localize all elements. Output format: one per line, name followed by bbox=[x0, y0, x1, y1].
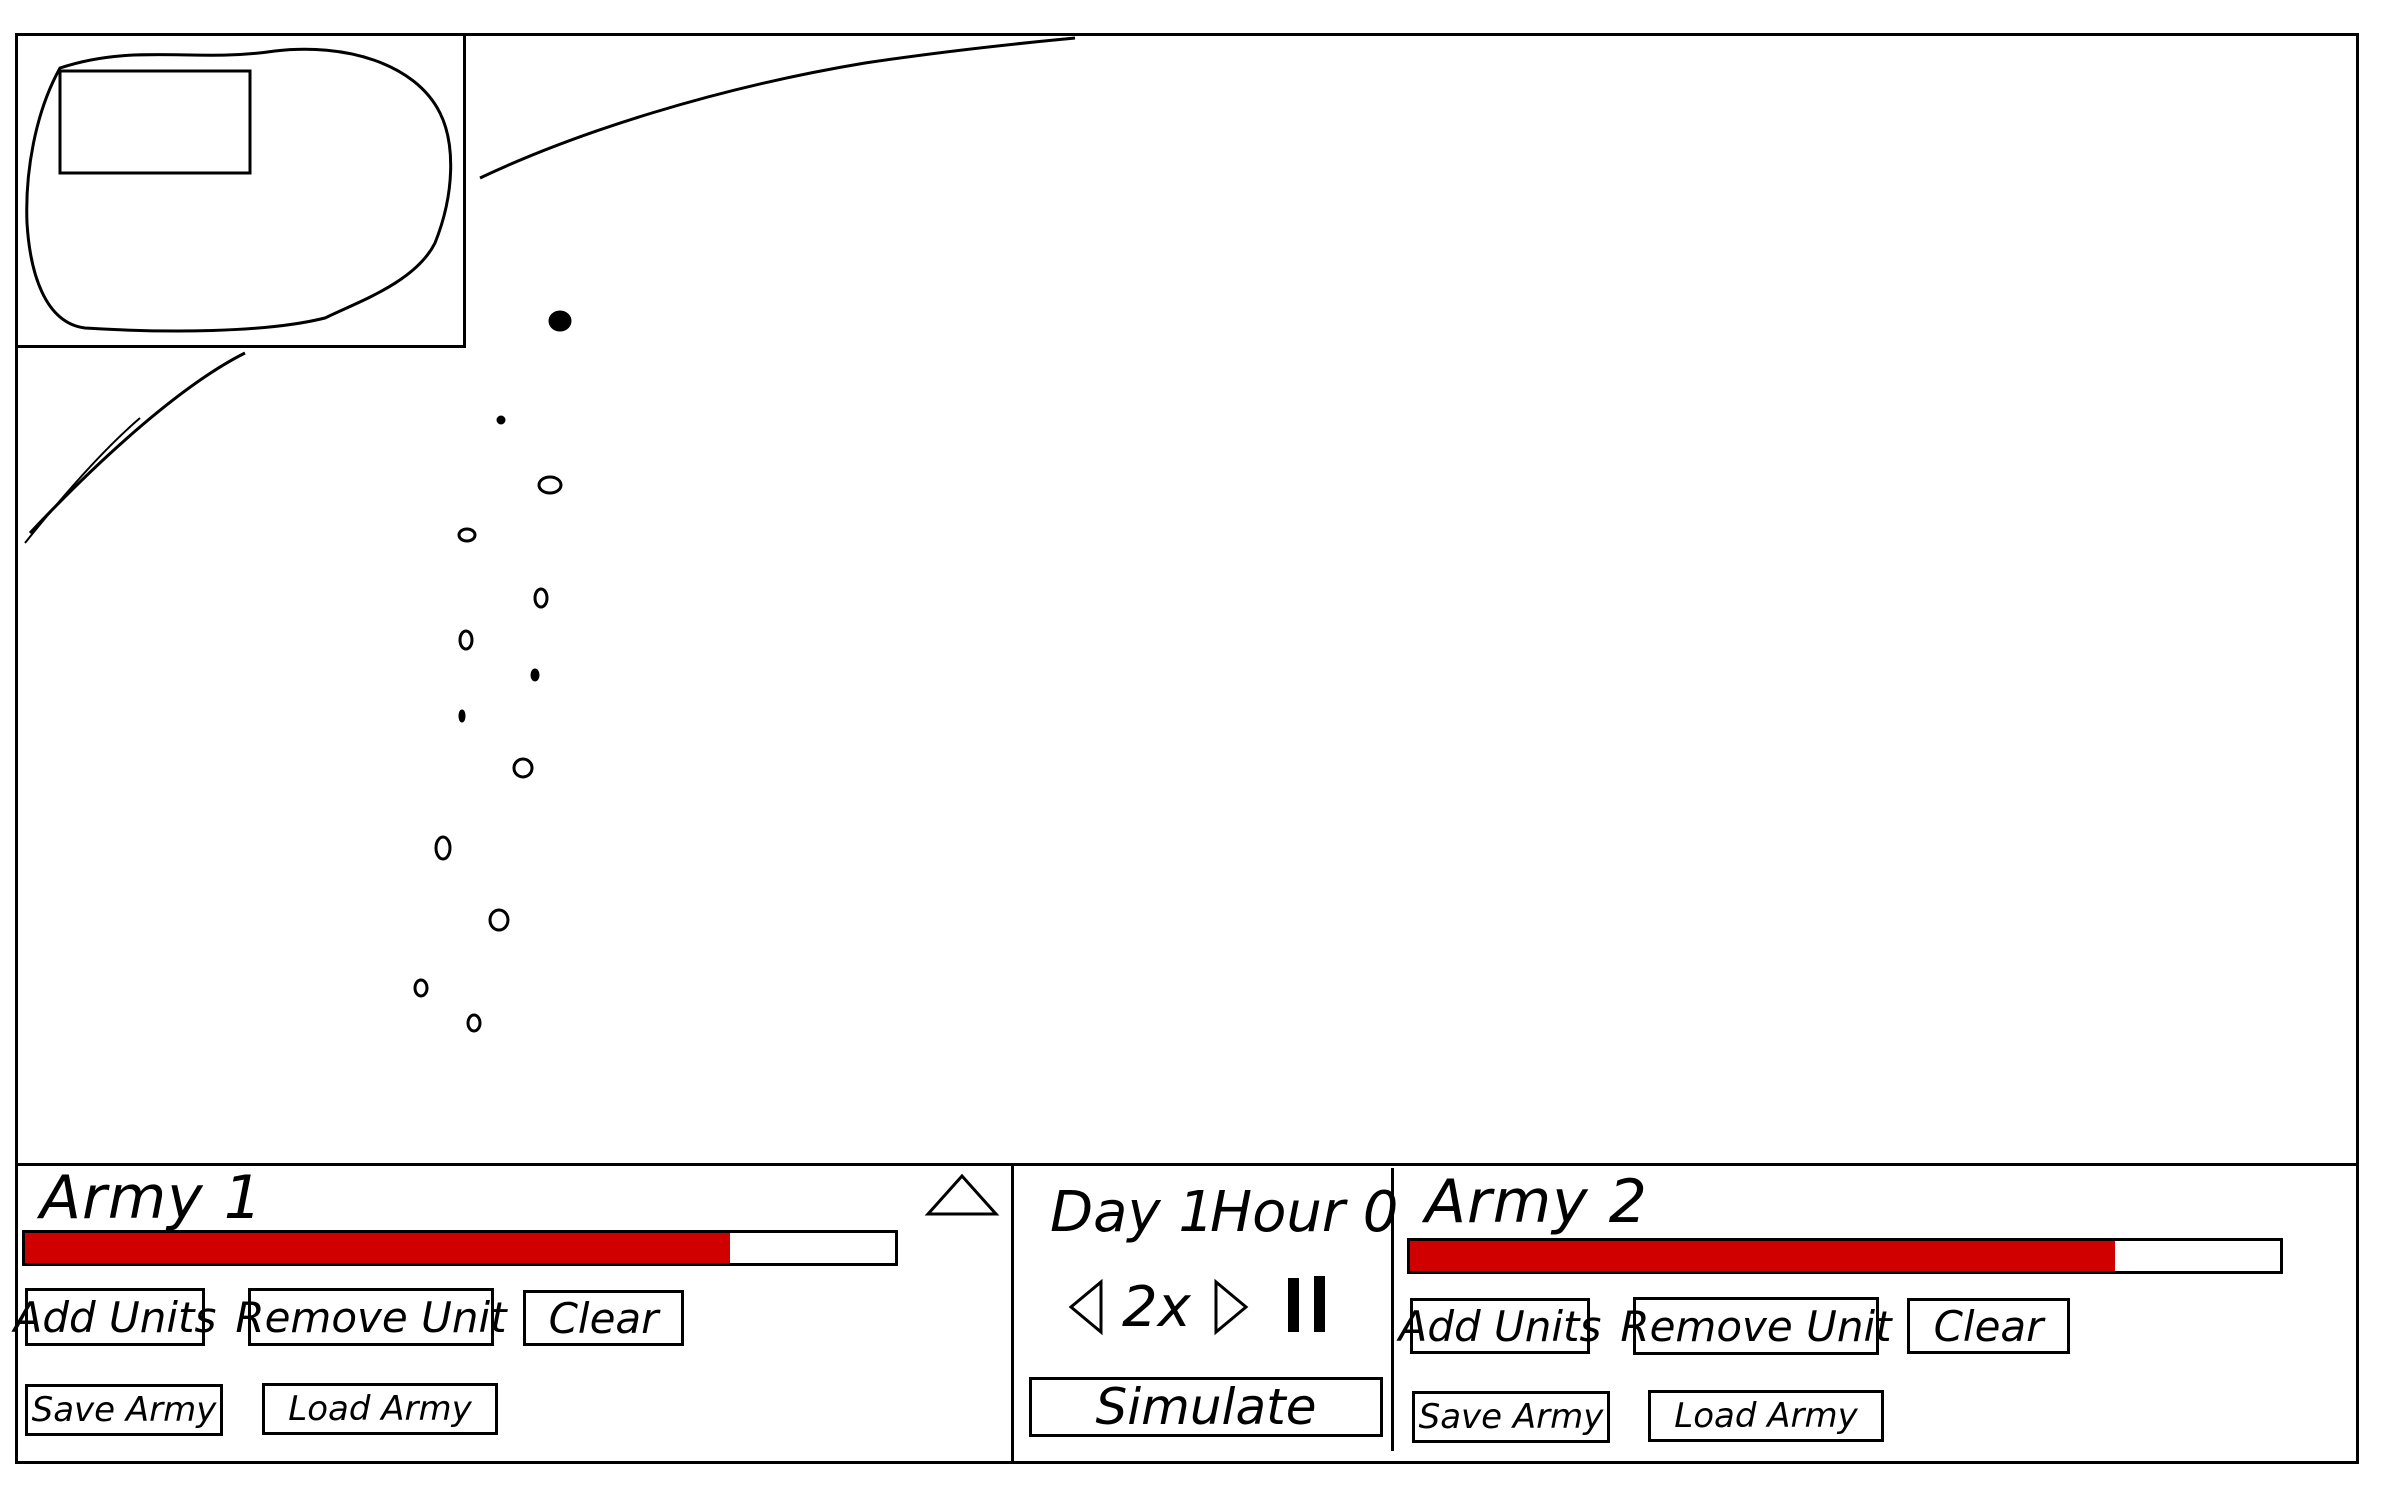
unit-marker[interactable] bbox=[413, 978, 429, 998]
unit-marker[interactable] bbox=[496, 415, 506, 425]
army2-remove-unit-button[interactable]: Remove Unit bbox=[1620, 1297, 1892, 1355]
army1-clear-button[interactable]: Clear bbox=[523, 1290, 684, 1346]
triangle-left-icon[interactable] bbox=[1065, 1278, 1109, 1336]
army2-health-fill bbox=[1410, 1241, 2115, 1271]
divider-left bbox=[1011, 1166, 1014, 1464]
control-panel bbox=[15, 1163, 2359, 1464]
unit-marker[interactable] bbox=[537, 475, 563, 495]
unit-marker[interactable] bbox=[548, 310, 572, 332]
unit-marker[interactable] bbox=[512, 757, 534, 779]
unit-marker[interactable] bbox=[458, 629, 474, 651]
minimap-terrain-outline bbox=[25, 47, 453, 333]
army1-save-army-button[interactable]: Save Army bbox=[25, 1384, 223, 1436]
army2-add-units-button[interactable]: Add Units bbox=[1399, 1298, 1601, 1354]
army1-add-units-button[interactable]: Add Units bbox=[14, 1288, 216, 1346]
army1-remove-unit-button[interactable]: Remove Unit bbox=[235, 1288, 507, 1346]
army1-health-fill bbox=[25, 1233, 730, 1263]
unit-marker[interactable] bbox=[458, 709, 466, 723]
unit-marker[interactable] bbox=[434, 835, 452, 861]
unit-markers[interactable] bbox=[413, 310, 572, 1033]
unit-marker[interactable] bbox=[457, 527, 477, 543]
army1-load-army-button[interactable]: Load Army bbox=[262, 1383, 498, 1435]
army2-save-army-button[interactable]: Save Army bbox=[1412, 1391, 1610, 1443]
triangle-right-icon[interactable] bbox=[1208, 1278, 1252, 1336]
terrain-ridge-line bbox=[479, 36, 1076, 180]
battlefield-map[interactable] bbox=[15, 33, 2359, 1164]
minimap-canvas[interactable] bbox=[15, 33, 466, 348]
simulate-button[interactable]: Simulate bbox=[1029, 1377, 1383, 1437]
app-window bbox=[15, 33, 2359, 1464]
battlefield-canvas[interactable] bbox=[15, 33, 2359, 1164]
army1-health-bar bbox=[22, 1230, 898, 1266]
speed-label: 2x bbox=[1122, 1275, 1191, 1340]
unit-marker[interactable] bbox=[466, 1013, 482, 1033]
day-label: Day 1 bbox=[1050, 1180, 1215, 1245]
hour-label: Hour 0 bbox=[1210, 1180, 1399, 1245]
divider-right bbox=[1391, 1168, 1394, 1451]
minimap-viewport[interactable] bbox=[58, 69, 252, 175]
pause-icon[interactable] bbox=[1282, 1272, 1338, 1338]
army1-title: Army 1 bbox=[40, 1163, 263, 1233]
army2-health-bar bbox=[1407, 1238, 2283, 1274]
unit-marker[interactable] bbox=[488, 908, 510, 932]
terrain-river-line-2 bbox=[24, 417, 141, 544]
unit-marker[interactable] bbox=[530, 668, 540, 682]
army2-title: Army 2 bbox=[1425, 1167, 1648, 1237]
triangle-up-icon[interactable] bbox=[922, 1170, 1002, 1220]
unit-marker[interactable] bbox=[533, 587, 549, 609]
minimap[interactable] bbox=[15, 33, 466, 348]
army2-load-army-button[interactable]: Load Army bbox=[1648, 1390, 1884, 1442]
terrain-river-line bbox=[28, 351, 246, 535]
army2-clear-button[interactable]: Clear bbox=[1907, 1298, 2070, 1354]
